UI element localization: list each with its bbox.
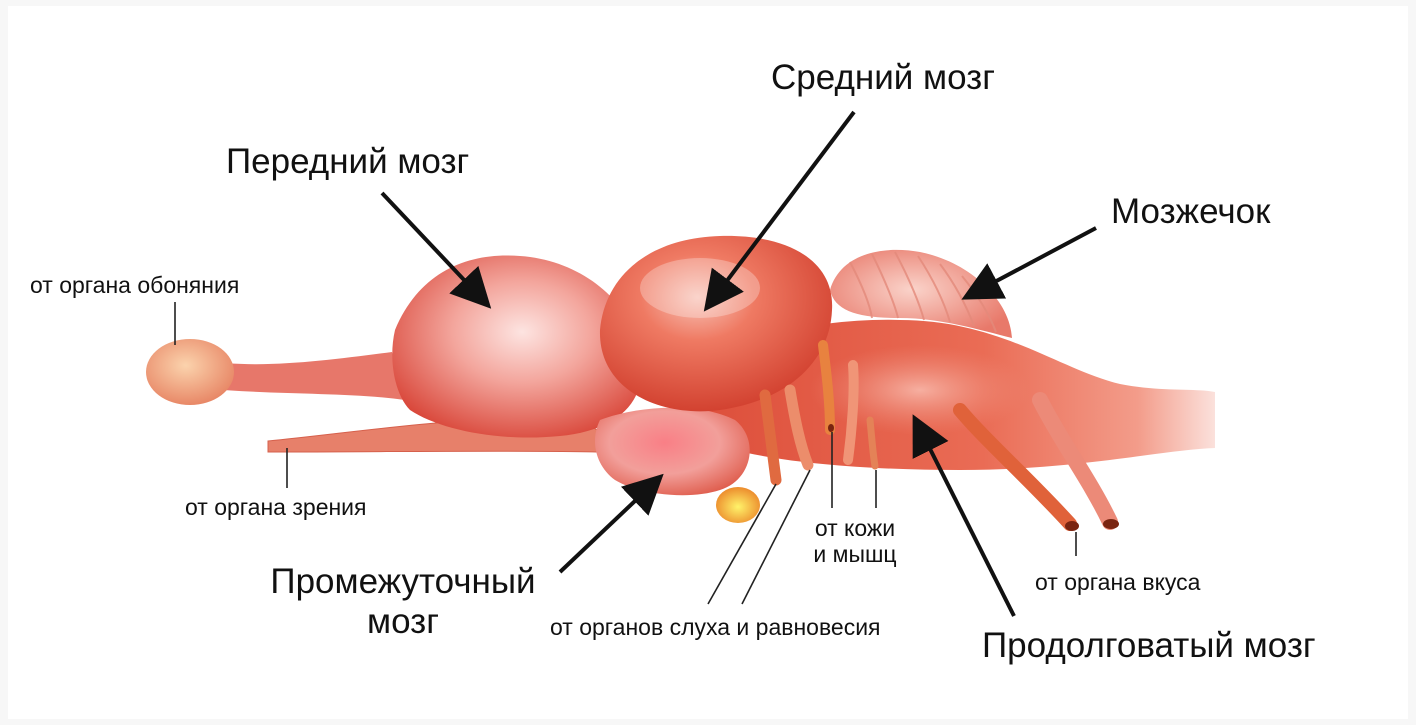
label-olfactory: от органа обоняния [30,272,239,298]
label-skin-line1: от кожи [795,515,915,541]
medulla-highlight [810,345,1030,435]
label-hearing: от органов слуха и равновесия [550,614,881,640]
label-diencephalon-line1: Промежуточный [248,562,558,602]
label-skin-line2: и мышц [795,541,915,567]
label-cerebellum: Мозжечок [1111,192,1270,232]
olfactory-bulb [146,339,234,405]
label-taste: от органа вкуса [1035,569,1200,595]
arrow-diencephalon [560,482,655,572]
label-skin: от кожи и мышц [795,515,915,568]
label-diencephalon-line2: мозг [248,602,558,642]
pituitary-shape [716,487,760,523]
label-medulla: Продолговатый мозг [982,626,1316,666]
midbrain-highlight [640,258,760,318]
arrow-cerebellum [972,228,1096,294]
label-forebrain: Передний мозг [226,142,469,182]
diencephalon-shape [595,408,750,496]
label-diencephalon: Промежуточный мозг [248,562,558,643]
label-vision: от органа зрения [185,494,366,520]
label-midbrain: Средний мозг [771,58,995,98]
